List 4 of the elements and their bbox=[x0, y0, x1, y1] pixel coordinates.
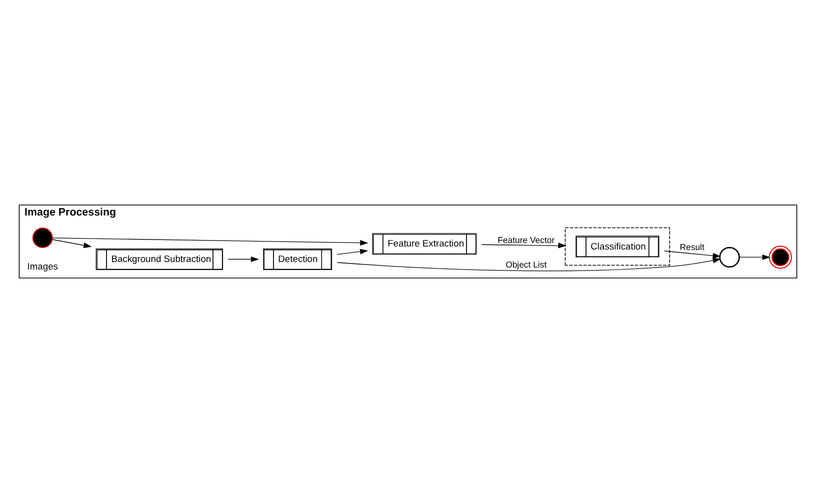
edge-label: Feature Vector bbox=[498, 234, 555, 244]
edge-label: Result bbox=[680, 242, 704, 252]
node-label: Images bbox=[27, 261, 58, 272]
edge-label: Object List bbox=[506, 259, 547, 270]
